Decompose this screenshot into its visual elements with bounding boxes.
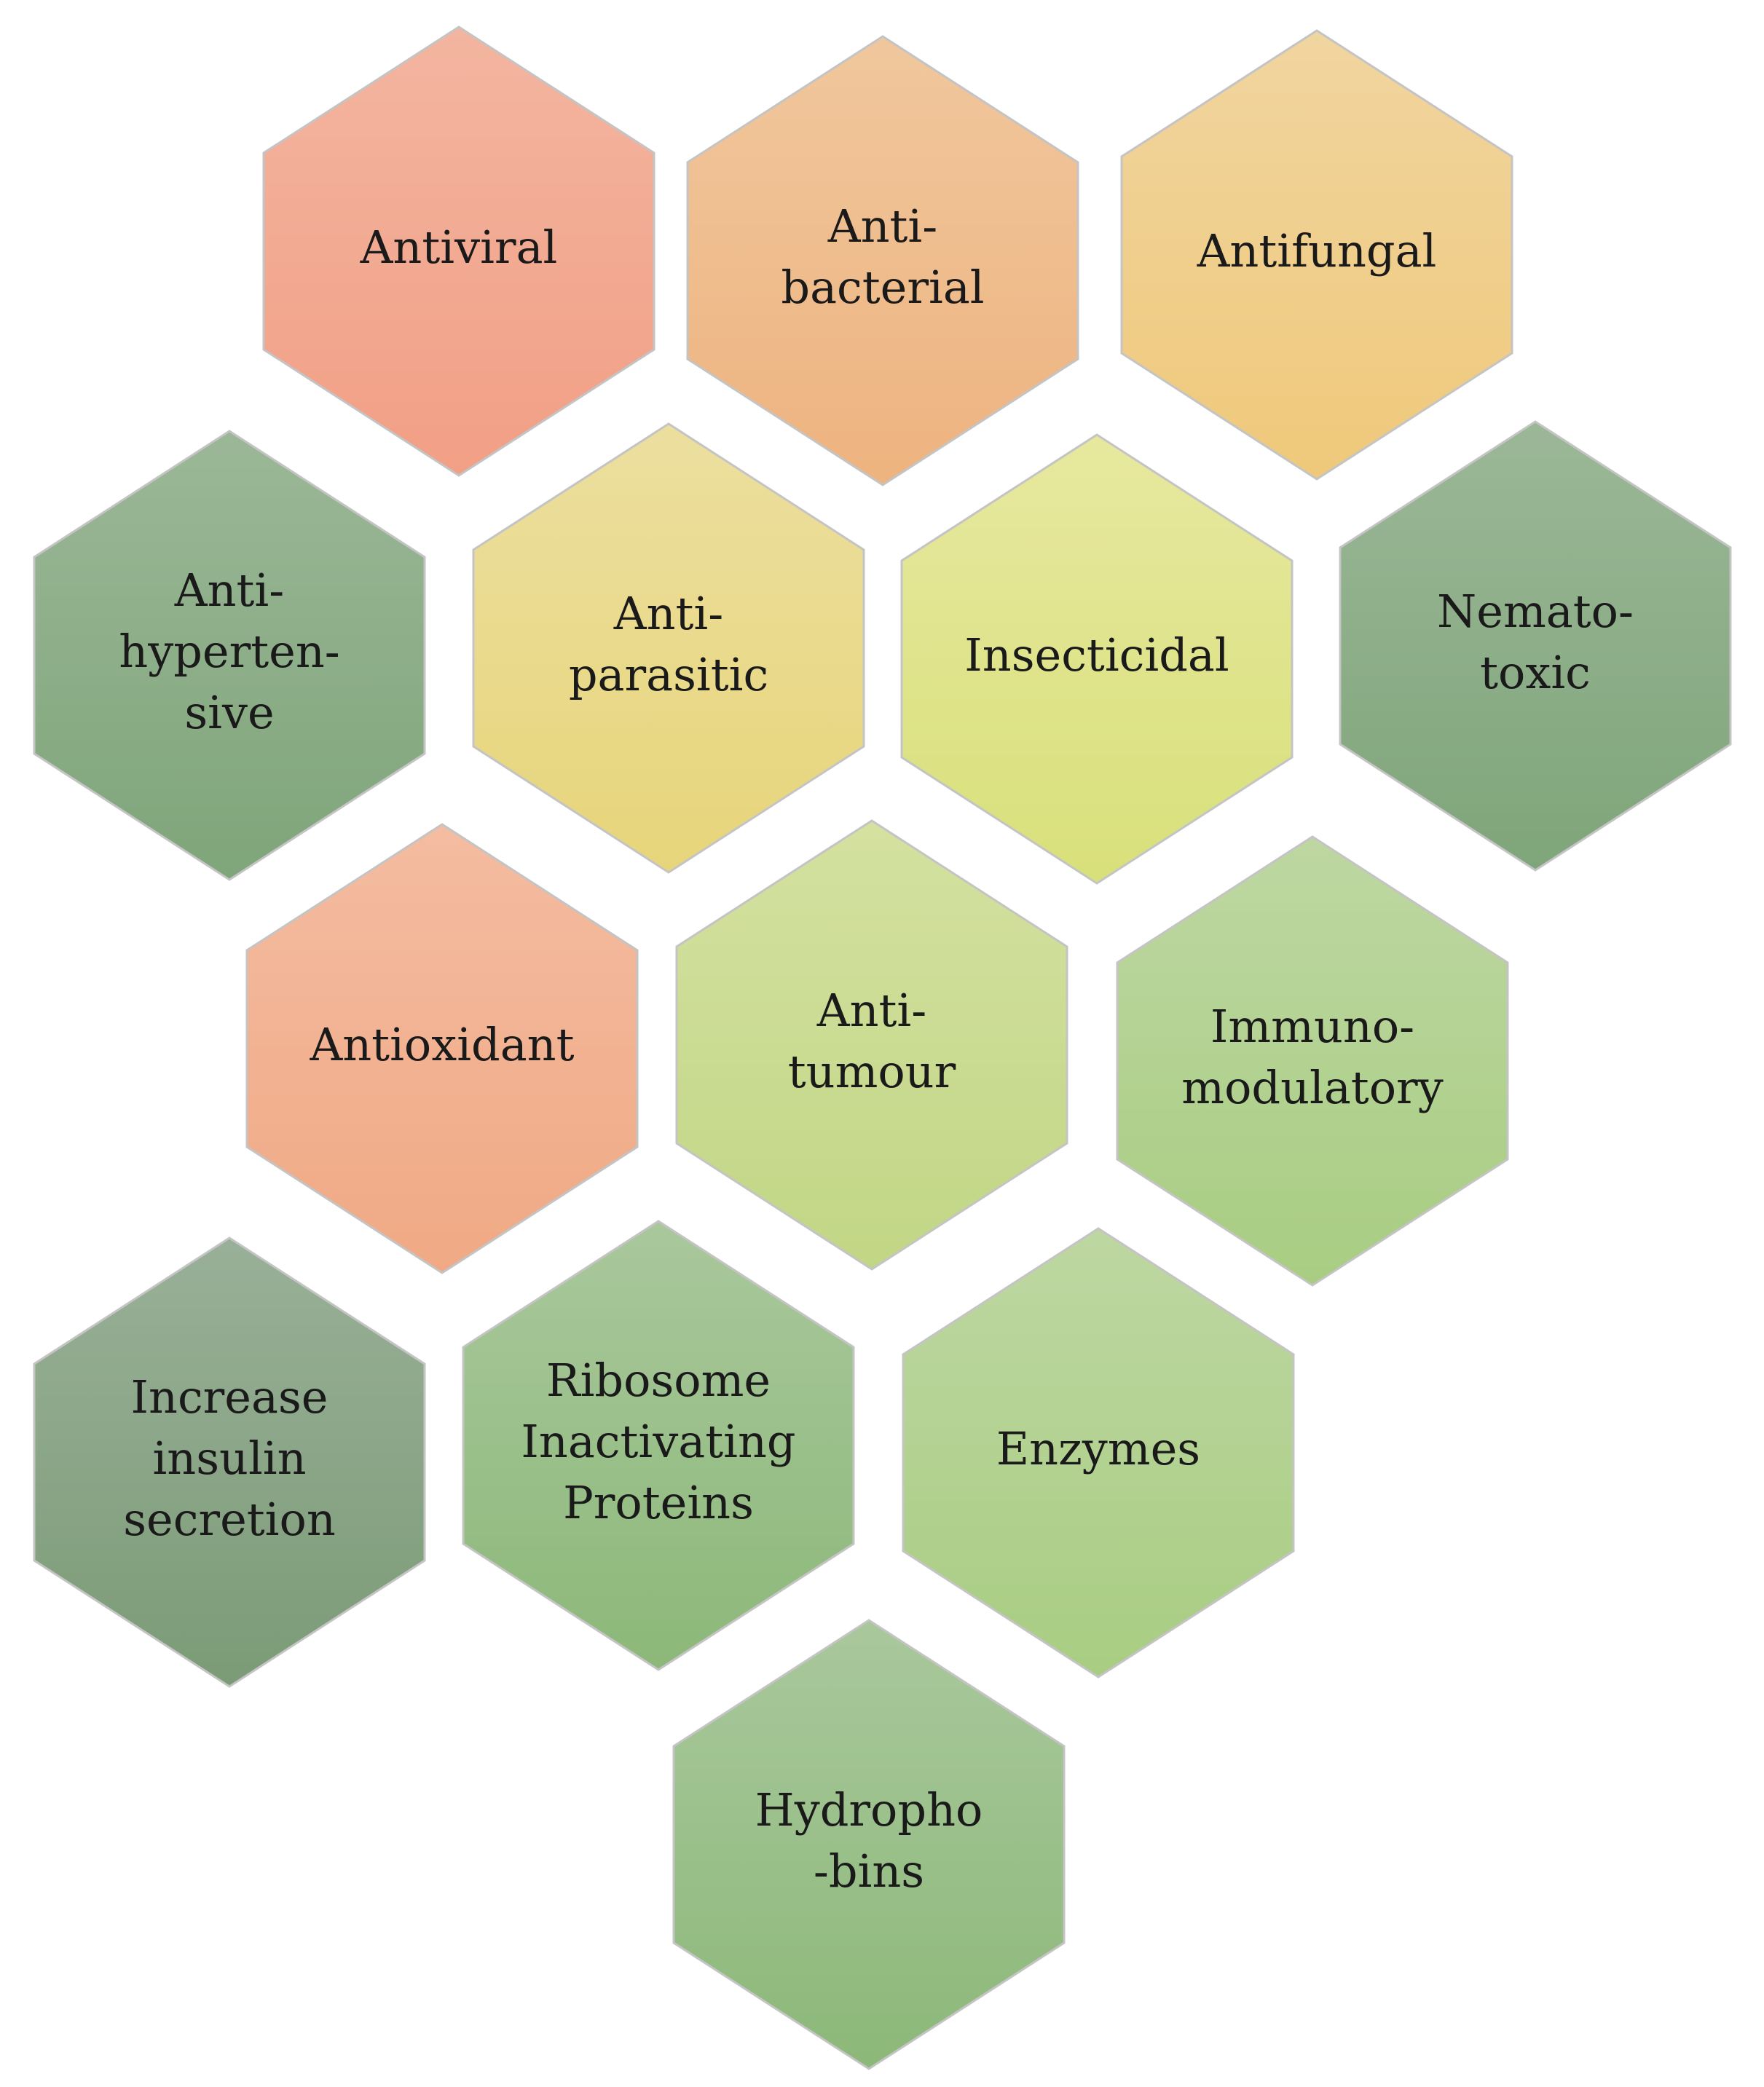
- hexagon-label: hyperten-: [119, 625, 339, 678]
- hexagon-label: insulin: [152, 1432, 306, 1485]
- hexagon-antiparasitic: Anti-parasitic: [472, 422, 865, 874]
- hexagon-antihypertensive: Anti-hyperten-sive: [33, 430, 426, 881]
- hexagon-label: Anti-: [816, 984, 926, 1037]
- hexagon-label: Proteins: [563, 1476, 754, 1529]
- hexagon-label: Insecticidal: [964, 628, 1229, 682]
- hexagon-shape: [472, 422, 865, 874]
- hexagon-shape: [675, 819, 1068, 1271]
- hexagon-shape: [1339, 420, 1732, 872]
- hexagon-label: bacterial: [781, 261, 984, 314]
- hexagon-shape: [33, 1236, 426, 1688]
- hexagon-label: Hydropho: [755, 1783, 983, 1837]
- hexagon-label: -bins: [814, 1845, 924, 1898]
- hexagon-label: tumour: [788, 1045, 956, 1098]
- hexagon-shape: [1120, 29, 1513, 481]
- hexagon-shape: [686, 35, 1079, 486]
- hexagon-antibacterial: Anti-bacterial: [686, 35, 1079, 486]
- hexagon-label: Antifungal: [1197, 224, 1437, 277]
- hexagon-label: parasitic: [569, 648, 768, 701]
- hexagon-increase-insulin-secretion: Increase insulin secretion: [33, 1236, 426, 1688]
- hexagon-shape: [262, 25, 655, 477]
- hexagon-shape: [1116, 835, 1509, 1287]
- hexagon-antitumour: Anti-tumour: [675, 819, 1068, 1271]
- hexagon-shape: [902, 1227, 1295, 1678]
- hexagon-shape: [900, 433, 1294, 885]
- hexagon-label: secretion: [123, 1493, 336, 1546]
- hexagon-label: Increase: [131, 1370, 328, 1424]
- hexagon-label: Anti-: [174, 564, 284, 617]
- hexagon-label: Enzymes: [996, 1422, 1200, 1475]
- hexagon-label: Antioxidant: [309, 1018, 574, 1071]
- hexagon-label: toxic: [1480, 646, 1591, 699]
- hexagon-label: Immuno-: [1210, 1000, 1414, 1053]
- hexagon-shape: [672, 1619, 1066, 2070]
- hexagon-label: modulatory: [1181, 1061, 1443, 1114]
- hexagon-insecticidal: Insecticidal: [900, 433, 1294, 885]
- hexagon-antifungal: Antifungal: [1120, 29, 1513, 481]
- hexagon-immunomodulatory: Immuno-modulatory: [1116, 835, 1509, 1287]
- hexagon-enzymes: Enzymes: [902, 1227, 1295, 1678]
- hexagon-shape: [245, 823, 639, 1274]
- hexagon-label: Anti-: [827, 200, 937, 253]
- hexagon-label: sive: [184, 686, 274, 739]
- hexagon-hydrophobins: Hydropho -bins: [672, 1619, 1066, 2070]
- hexagon-antiviral: Antiviral: [262, 25, 655, 477]
- hexagon-label: Anti-: [613, 587, 723, 640]
- hexagon-label: Ribosome: [546, 1354, 771, 1407]
- hexagon-shape: [462, 1220, 855, 1671]
- hexagon-shape: [33, 430, 426, 881]
- hexagon-label: Nemato-: [1437, 585, 1634, 638]
- hexagon-label: Inactivating: [521, 1415, 795, 1468]
- hexagon-label: Antiviral: [360, 221, 558, 274]
- hexagon-antioxidant: Antioxidant: [245, 823, 639, 1274]
- hexagon-nematotoxic: Nemato-toxic: [1339, 420, 1732, 872]
